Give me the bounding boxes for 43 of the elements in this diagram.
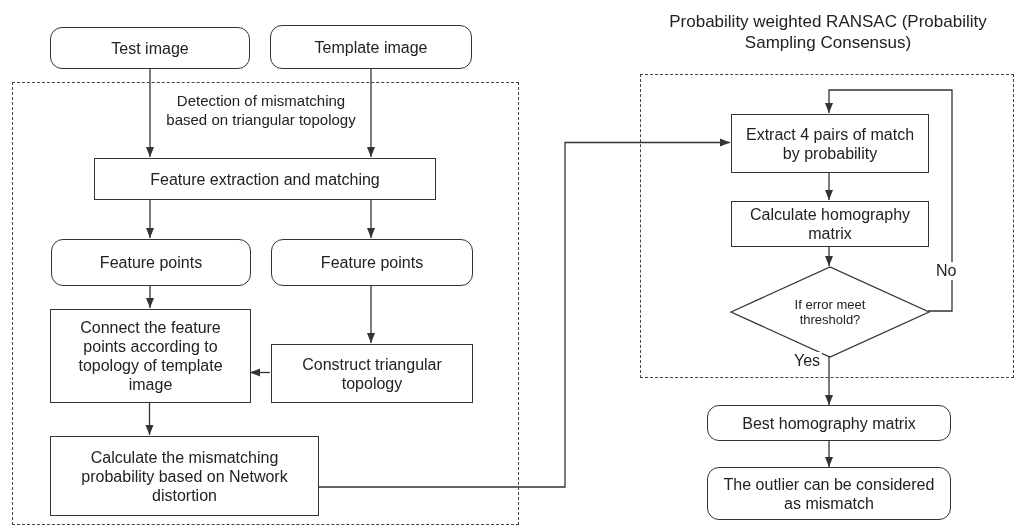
group-title: Detection of mismatching based on triangular topology [165,91,357,129]
terminal-box [707,405,951,441]
box-text: The outlier can be considered as mismatch [722,474,936,513]
arrow [145,198,155,239]
box-text: Connect the feature points according to topology of template image [77,318,224,394]
process-box [50,436,319,516]
arrow [145,68,155,158]
arrow [366,284,376,344]
arrow [145,401,154,436]
process-box [731,114,929,173]
arrow [824,171,834,201]
arrow [824,355,834,406]
terminal-box [271,239,473,286]
process-box [94,158,436,200]
box-text: Feature points [98,253,204,272]
box-text: Test image [110,38,190,58]
box-text: Construct triangular topology [301,354,443,393]
process-box [271,344,473,403]
box-text: Feature points [319,253,425,272]
box-text: Extract 4 pairs of match by probability [744,124,916,163]
arrow [317,138,731,488]
arrow [824,440,834,468]
arrow [366,198,376,239]
terminal-box [51,239,251,286]
dashed-group-frame [12,82,519,525]
arrow [366,68,376,158]
arrow [145,284,155,309]
edge-label: No [934,262,959,280]
box-text: Calculate the mismatching probability based on Network distortion [80,447,289,505]
terminal-box [707,467,951,520]
arrow [824,89,953,312]
terminal-box [50,27,250,69]
box-text: Template image [313,37,429,57]
terminal-box [270,25,472,69]
box-text: Best homography matrix [741,413,917,433]
group-title: Probability weighted RANSAC (Probability Sampling Consensus) [668,11,988,53]
arrow [249,368,271,377]
decision-text: If error meet threshold? [793,297,867,327]
box-text: Feature extraction and matching [149,169,381,189]
process-box [731,201,929,247]
process-box [50,309,251,403]
arrow [824,245,834,267]
box-text: Calculate homography matrix [748,205,912,243]
